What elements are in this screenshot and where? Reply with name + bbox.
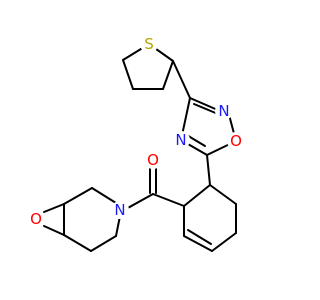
molecule-structure: S N O N O N — [27, 35, 245, 252]
bond-morpholine-5 — [90, 235, 117, 252]
morpholine-nitrogen-label: N — [114, 201, 125, 219]
atom-oxygen-ring: O — [227, 132, 245, 150]
bond-oxadiazole-cyclohexene — [206, 154, 211, 186]
morpholine-oxygen-bonds — [43, 203, 65, 236]
atom-carbonyl-oxygen: O — [144, 151, 162, 169]
bond-cyclohexene-4 — [183, 235, 213, 252]
atom-labels: S N O N O N — [27, 35, 245, 228]
bond-thiolane-2 — [162, 60, 174, 90]
bond-thiolane-oxadiazole — [172, 60, 191, 99]
bond-oxadiazole-1b — [193, 103, 219, 115]
bond-cyclohexene-1 — [209, 184, 237, 205]
bond-ring-carbonyl — [152, 193, 185, 207]
atom-nitrogen-upper: N — [215, 102, 233, 120]
bond-morpholine-6 — [115, 215, 121, 237]
sulfur-label: S — [144, 35, 154, 53]
carbonyl-oxygen-label: O — [147, 151, 159, 169]
nitrogen-lower-label: N — [175, 131, 186, 149]
bond-oxadiazole-1 — [189, 97, 221, 112]
bond-morpholine-o-2 — [43, 225, 65, 236]
bond-cyclohexene-4b — [187, 229, 212, 245]
bond-morpholine-1 — [91, 187, 117, 204]
bond-cyclohexene-3 — [211, 232, 237, 252]
bond-morpholine-2 — [63, 187, 93, 205]
bond-morpholine-4 — [63, 234, 92, 252]
bond-thiolane-4 — [122, 59, 134, 90]
bond-carbonyl-n — [125, 193, 154, 210]
molecule-canvas: S N O N O N — [27, 35, 245, 252]
bonds — [63, 43, 237, 252]
atom-sulfur: S — [140, 35, 158, 53]
bond-morpholine-o-1 — [43, 203, 65, 213]
oxygen-ring-label: O — [230, 132, 242, 150]
atom-nitrogen-lower: N — [172, 131, 190, 149]
nitrogen-upper-label: N — [218, 102, 229, 120]
morpholine-oxygen-label: O — [30, 210, 42, 228]
bond-cyclohexene-6 — [183, 184, 211, 207]
atom-morpholine-nitrogen: N — [111, 201, 129, 219]
atom-morpholine-oxygen: O — [27, 210, 45, 228]
